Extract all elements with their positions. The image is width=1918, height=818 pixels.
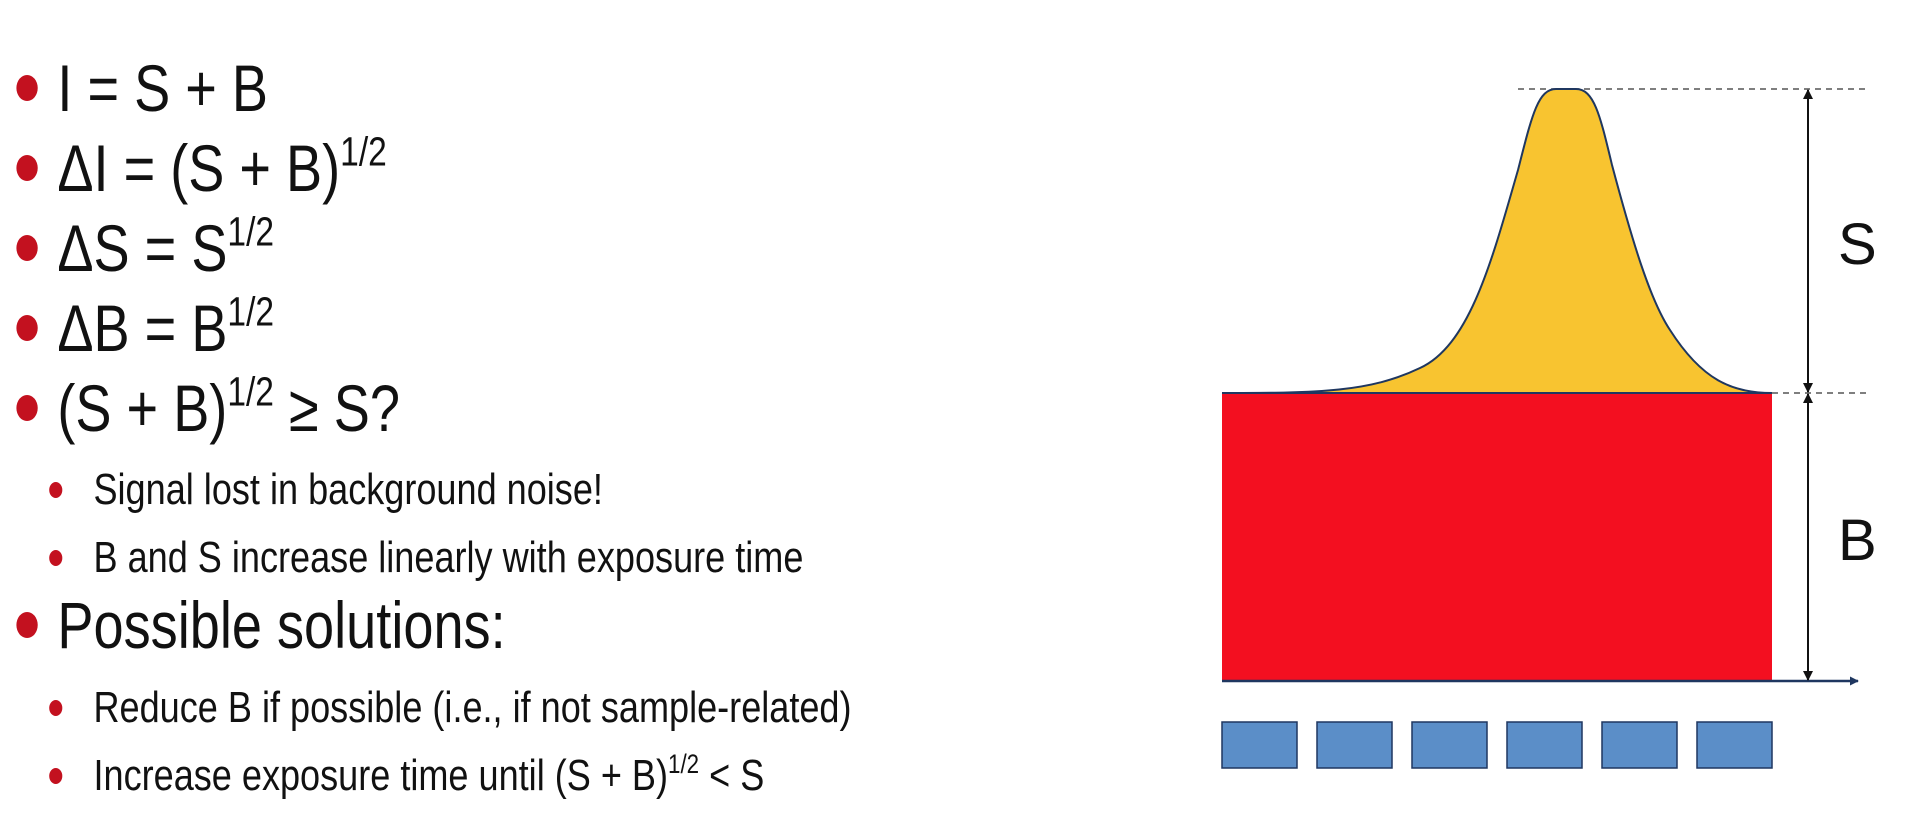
bullet-text: ΔB = B1/2 [57,288,275,365]
bullet-text: (S + B)1/2 ≥ S? [57,368,400,445]
bullet-dot [16,75,38,101]
diagram-svg: S B [1221,88,1877,769]
detector-pixel [1316,721,1393,769]
bullet-dot [49,768,63,784]
bullet-text: B and S increase linearly with exposure … [93,533,804,582]
bullet-text: ΔI = (S + B)1/2 [57,128,387,205]
bullet-dot [16,395,38,421]
detector-pixel [1221,721,1298,769]
background-label: B [1838,508,1877,573]
bullet-text: ΔS = S1/2 [57,208,275,285]
detector-pixel [1696,721,1773,769]
detector-pixel [1506,721,1583,769]
detector-pixel-row [1221,721,1773,769]
bullet-text: Increase exposure time until (S + B)1/2 … [93,748,765,800]
bullet-dot [49,550,63,566]
signal-peak [1221,88,1773,394]
signal-background-diagram: S B [1180,0,1918,818]
detector-pixel [1411,721,1488,769]
bullet-text: I = S + B [57,51,268,125]
bullet-text: Reduce B if possible (i.e., if not sampl… [93,683,852,732]
bullet-dot [16,155,38,181]
detector-pixel [1601,721,1678,769]
bullet-dot [16,612,38,638]
signal-label: S [1838,212,1877,277]
bullet-text: Possible solutions: [57,588,506,662]
bullet-dot [16,235,38,261]
bullet-dot [16,315,38,341]
bullet-dot [49,700,63,716]
bullet-list: I = S + B ΔI = (S + B)1/2 ΔS = S1/2 ΔB =… [16,51,852,800]
bullet-dot [49,482,63,498]
background-block [1222,393,1772,681]
bullet-text: Signal lost in background noise! [93,465,603,514]
